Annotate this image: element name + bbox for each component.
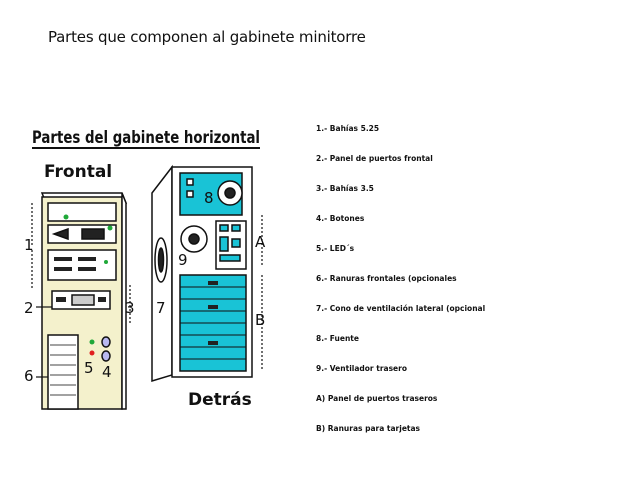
legend-item: 8.- Fuente (316, 334, 359, 343)
legend-item: 2.- Panel de puertos frontal (316, 154, 433, 163)
button-2 (101, 350, 111, 362)
callout-5: 5 (84, 359, 94, 377)
legend-item: 5.- LED´s (316, 244, 355, 253)
legend-item: 7.- Cono de ventilación lateral (opciona… (316, 304, 486, 313)
bay-35 (47, 249, 117, 281)
front-label: Frontal (44, 162, 112, 182)
led-green (89, 339, 95, 345)
legend-item: 1.- Bahías 5.25 (316, 124, 380, 133)
callout-9: 9 (178, 251, 188, 269)
callout-3: 3 (125, 299, 135, 317)
legend-item: 6.- Ranuras frontales (opcionales (316, 274, 457, 283)
legend-item: 4.- Botones (316, 214, 365, 223)
legend-item: 9.- Ventilador trasero (316, 364, 407, 373)
back-case (151, 164, 253, 383)
callout-7: 7 (156, 299, 166, 317)
callout-8: 8 (204, 189, 214, 207)
callout-4: 4 (102, 363, 112, 381)
legend-item: A) Panel de puertos traseros (316, 394, 438, 403)
front-case (40, 192, 128, 410)
back-label: Detrás (188, 390, 252, 410)
diagram-heading: Partes del gabinete horizontal (32, 128, 260, 148)
callout-a: A (255, 233, 266, 251)
legend-item: 3.- Bahías 3.5 (316, 184, 374, 193)
gabinete-diagram: Partes del gabinete horizontal Frontal (24, 128, 266, 410)
legend-item: B) Ranuras para tarjetas (316, 424, 421, 433)
callout-b: B (255, 311, 265, 329)
callout-6: 6 (24, 367, 34, 385)
callout-1: 1 (24, 236, 34, 254)
bay-525-1 (47, 202, 117, 222)
slide-title: Partes que componen al gabinete minitorr… (48, 28, 366, 46)
led-red (89, 350, 95, 356)
callout-2: 2 (24, 299, 34, 317)
button-1 (101, 336, 111, 348)
front-slots (47, 334, 79, 410)
